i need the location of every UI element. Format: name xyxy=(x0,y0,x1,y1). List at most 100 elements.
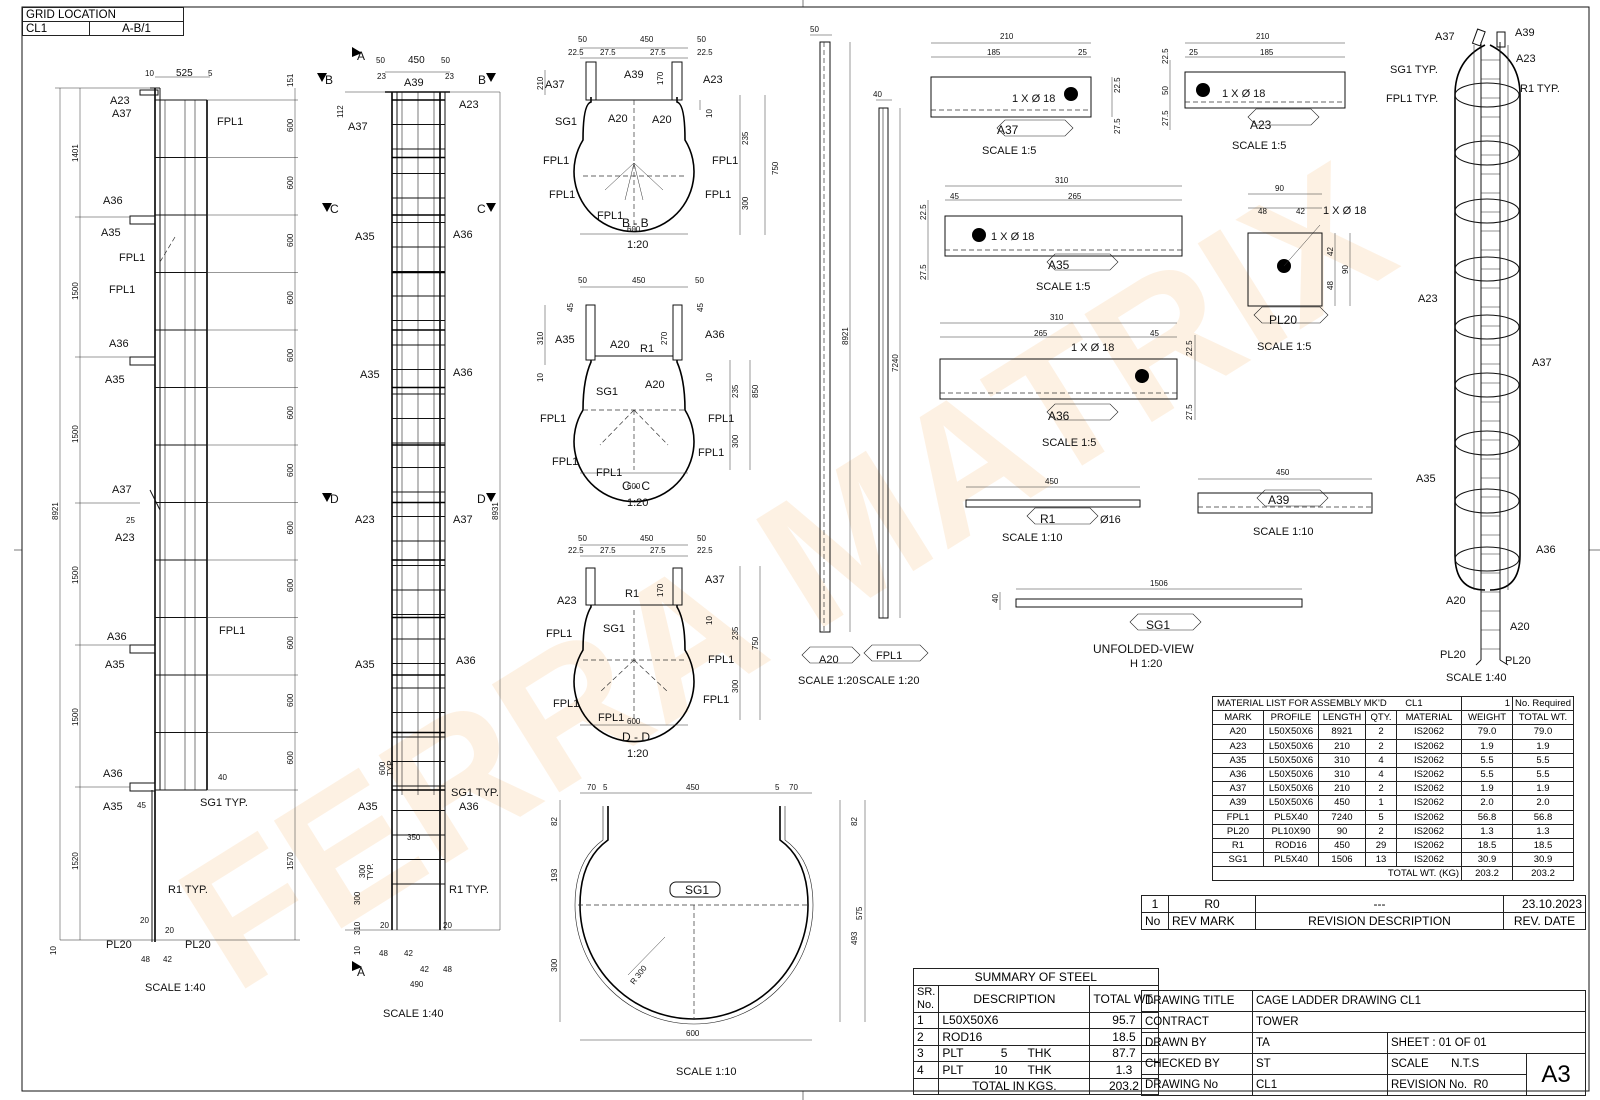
summary-total-label: TOTAL IN KGS. xyxy=(938,1077,1091,1095)
material-cell: A39 xyxy=(1212,795,1264,811)
label-pl20-a: PL20 xyxy=(106,939,132,951)
dd-dim-600: 600 xyxy=(627,717,641,726)
label-mid-a23b: A23 xyxy=(355,514,375,526)
bb-dim-210: 210 xyxy=(536,76,545,90)
material-cell: IS2062 xyxy=(1396,766,1462,783)
material-cell: 29 xyxy=(1365,837,1397,854)
dim-left-top-525: 525 xyxy=(176,68,193,79)
dim-600-0: 600 xyxy=(286,118,295,132)
sg1-dim-5b: 5 xyxy=(775,783,780,792)
material-cell: 1.9 xyxy=(1512,781,1574,797)
bb-label-a23: A23 xyxy=(703,74,723,86)
bb-dim-2: 50 xyxy=(697,35,706,44)
r1-dim-len: 450 xyxy=(1045,477,1059,486)
material-cell: IS2062 xyxy=(1396,852,1462,868)
summary-header-sr: SR. No. xyxy=(912,984,940,1013)
label-mid-a36c: A36 xyxy=(456,655,476,667)
cc-label-fpl1b: FPL1 xyxy=(708,413,734,425)
rev-mark-header: REV MARK xyxy=(1168,912,1256,930)
bb-dim-170: 170 xyxy=(656,71,665,85)
material-cell: 1 xyxy=(1365,795,1397,811)
cc-dim-2: 50 xyxy=(695,276,704,285)
rev-no: 1 xyxy=(1141,895,1169,913)
material-cell: 450 xyxy=(1318,837,1366,854)
sheet-size: A3 xyxy=(1526,1053,1586,1096)
material-cell: A20 xyxy=(1212,724,1264,740)
cc-label-a20b: A20 xyxy=(645,379,665,391)
summary-of-steel-table: SUMMARY OF STEEL SR. No. DESCRIPTION TOT… xyxy=(912,968,1159,1095)
bb-label-sg1: SG1 xyxy=(555,116,577,128)
dd-dim-1: 450 xyxy=(640,534,654,543)
summary-sr: 4 xyxy=(912,1061,940,1079)
a37-dim-a: 185 xyxy=(987,48,1001,57)
sg1-dim-5a: 5 xyxy=(603,783,608,792)
cc-label-fpl1e: FPL1 xyxy=(596,467,622,479)
dd-dim-3: 22.5 xyxy=(568,546,584,555)
dim-mid-23a: 23 xyxy=(377,72,386,81)
material-cell: 5.5 xyxy=(1461,766,1513,783)
summary-title: SUMMARY OF STEEL xyxy=(913,968,1159,986)
label-a35-b: A35 xyxy=(105,374,125,386)
iso-label-a37: A37 xyxy=(1435,31,1455,43)
a35-dim-b: 265 xyxy=(1068,192,1082,201)
section-dd xyxy=(573,544,761,743)
contract: TOWER xyxy=(1252,1011,1586,1033)
bb-label-fpl1b: FPL1 xyxy=(712,155,738,167)
material-cell: A37 xyxy=(1212,781,1264,797)
material-cell: L50X50X6 xyxy=(1263,752,1319,768)
dim-1570: 1570 xyxy=(286,852,295,870)
cc-label-r1: R1 xyxy=(640,343,654,355)
cc-dim-600: 600 xyxy=(627,482,641,491)
dim-600-5: 600 xyxy=(286,406,295,420)
a36-dim-len: 310 xyxy=(1050,313,1064,322)
dim-1500-d: 1500 xyxy=(71,708,80,726)
label-a36-d: A36 xyxy=(103,768,123,780)
dim-40: 40 xyxy=(218,773,227,782)
svg-text:FERRA MATRIX: FERRA MATRIX xyxy=(147,124,1424,1028)
material-cell: 2 xyxy=(1365,738,1397,754)
bb-label-a37: A37 xyxy=(545,79,565,91)
pl20-dim-c: 42 xyxy=(1326,247,1335,256)
contract-label: CONTRACT xyxy=(1141,1011,1253,1033)
dim-mid-300b: 300 xyxy=(353,891,362,905)
summary-thk: 5 xyxy=(1000,1046,1008,1061)
grid-location-col: CL1 xyxy=(22,21,90,36)
a23-dim-h2: 27.5 xyxy=(1161,110,1170,126)
material-cell: PL5X40 xyxy=(1263,809,1319,825)
sg1-dim-493: 493 xyxy=(850,931,859,945)
pl20-dim-a: 48 xyxy=(1258,207,1267,216)
pl20-label: PL20 xyxy=(1269,313,1297,327)
sg1-detail-label: SG1 xyxy=(685,883,709,897)
bb-dim-600: 600 xyxy=(627,225,641,234)
long-members xyxy=(810,34,901,633)
revision-label: REVISION No. xyxy=(1391,1079,1468,1091)
material-cell: IS2062 xyxy=(1396,738,1462,754)
cc-dim-310: 310 xyxy=(536,331,545,345)
label-r1-typ: R1 TYP. xyxy=(168,884,208,896)
drawing-title-label: DRAWING TITLE xyxy=(1141,990,1253,1012)
bb-dim-6: 22.5 xyxy=(697,48,713,57)
section-dd-scale: 1:20 xyxy=(627,748,648,760)
sheet-border xyxy=(21,6,1590,1092)
rev-date-header: REV. DATE xyxy=(1503,912,1586,930)
a39-scale: SCALE 1:10 xyxy=(1253,526,1314,538)
dim-42: 42 xyxy=(163,955,172,964)
summary-sr: 1 xyxy=(912,1011,940,1029)
section-cc-title: C - C xyxy=(622,479,650,493)
section-marker-d-left: D xyxy=(330,492,339,506)
material-cell: SG1 xyxy=(1212,852,1264,868)
dim-left-top-5: 5 xyxy=(208,69,213,78)
sg1u-dim-len: 1506 xyxy=(1150,579,1168,588)
sg1u-label: SG1 xyxy=(1146,618,1170,632)
material-cell: 8921 xyxy=(1318,724,1366,740)
dim-mid-48b: 48 xyxy=(443,965,452,974)
dim-1520: 1520 xyxy=(71,852,80,870)
section-marker-a-bottom: A xyxy=(357,965,365,979)
material-cell: A36 xyxy=(1212,766,1264,783)
material-cell: FPL1 xyxy=(1212,809,1264,825)
material-cell: 1.9 xyxy=(1461,781,1513,797)
